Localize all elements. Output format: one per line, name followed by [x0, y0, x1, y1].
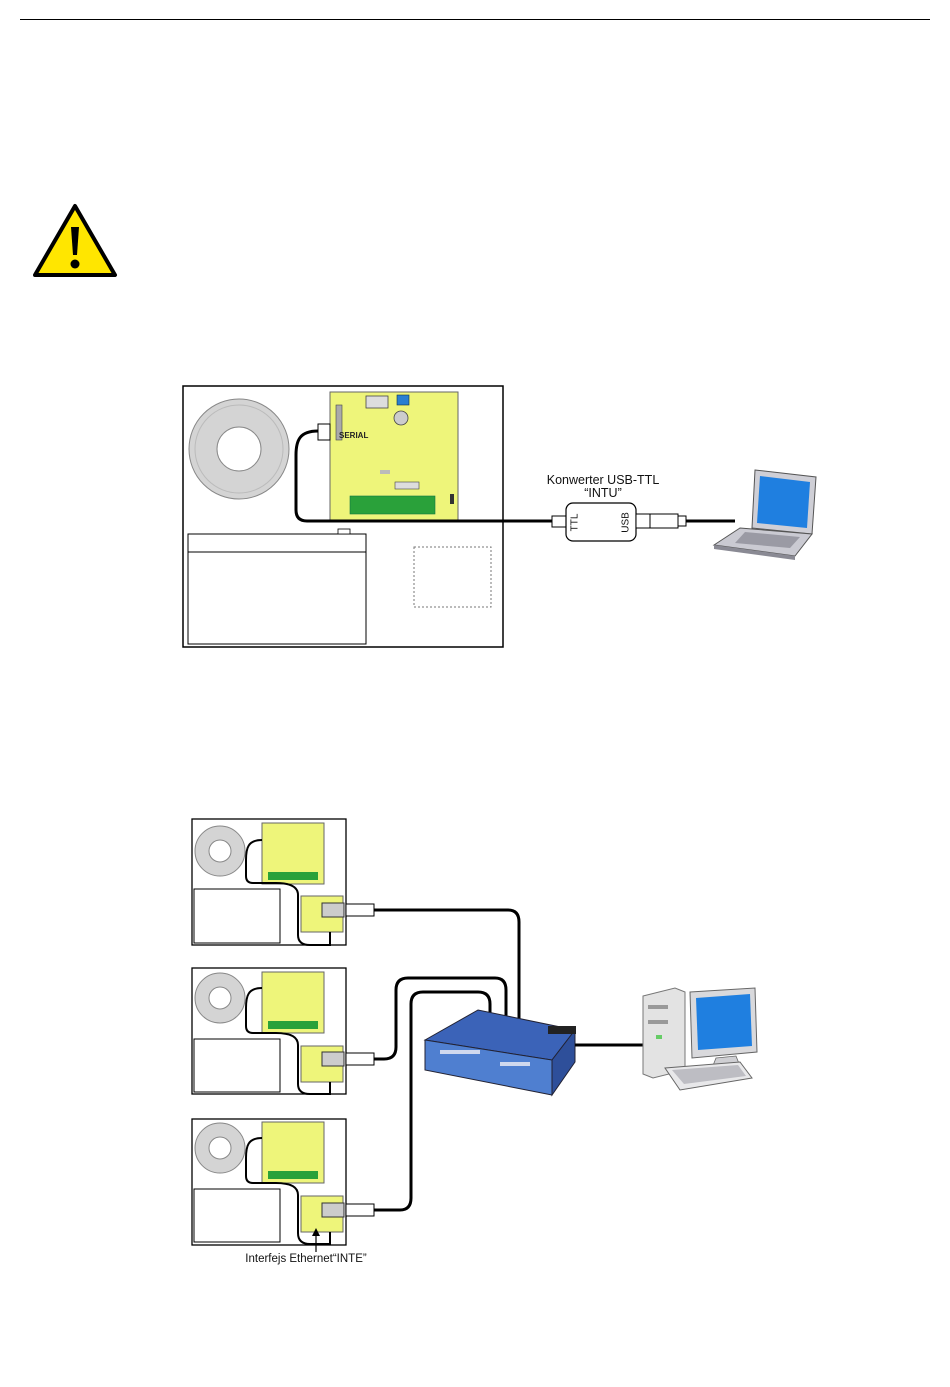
desktop-pc-icon	[643, 988, 757, 1090]
psu-unit-3	[192, 1119, 374, 1245]
pcb-board	[330, 392, 458, 520]
serial-connector-label: SERIAL	[339, 431, 368, 440]
router-icon	[425, 1010, 576, 1095]
figure-ethernet-network	[0, 815, 950, 1275]
psu-unit-1	[192, 819, 374, 945]
battery-compartment	[188, 529, 366, 644]
psu-unit-2	[192, 968, 374, 1094]
header-rule	[20, 19, 930, 20]
converter-name: “INTU”	[533, 486, 673, 501]
warning-icon	[32, 203, 118, 278]
figure-usb-ttl-connection	[0, 380, 950, 660]
port-usb-label: USB	[619, 508, 634, 538]
laptop-icon	[714, 470, 816, 560]
port-ttl-label: TTL	[568, 508, 583, 538]
usb-plug	[650, 514, 686, 528]
transformer-icon	[189, 399, 289, 499]
serial-connector	[318, 424, 330, 440]
ethernet-interface-label: Interfejs Ethernet“INTE”	[226, 1252, 386, 1267]
